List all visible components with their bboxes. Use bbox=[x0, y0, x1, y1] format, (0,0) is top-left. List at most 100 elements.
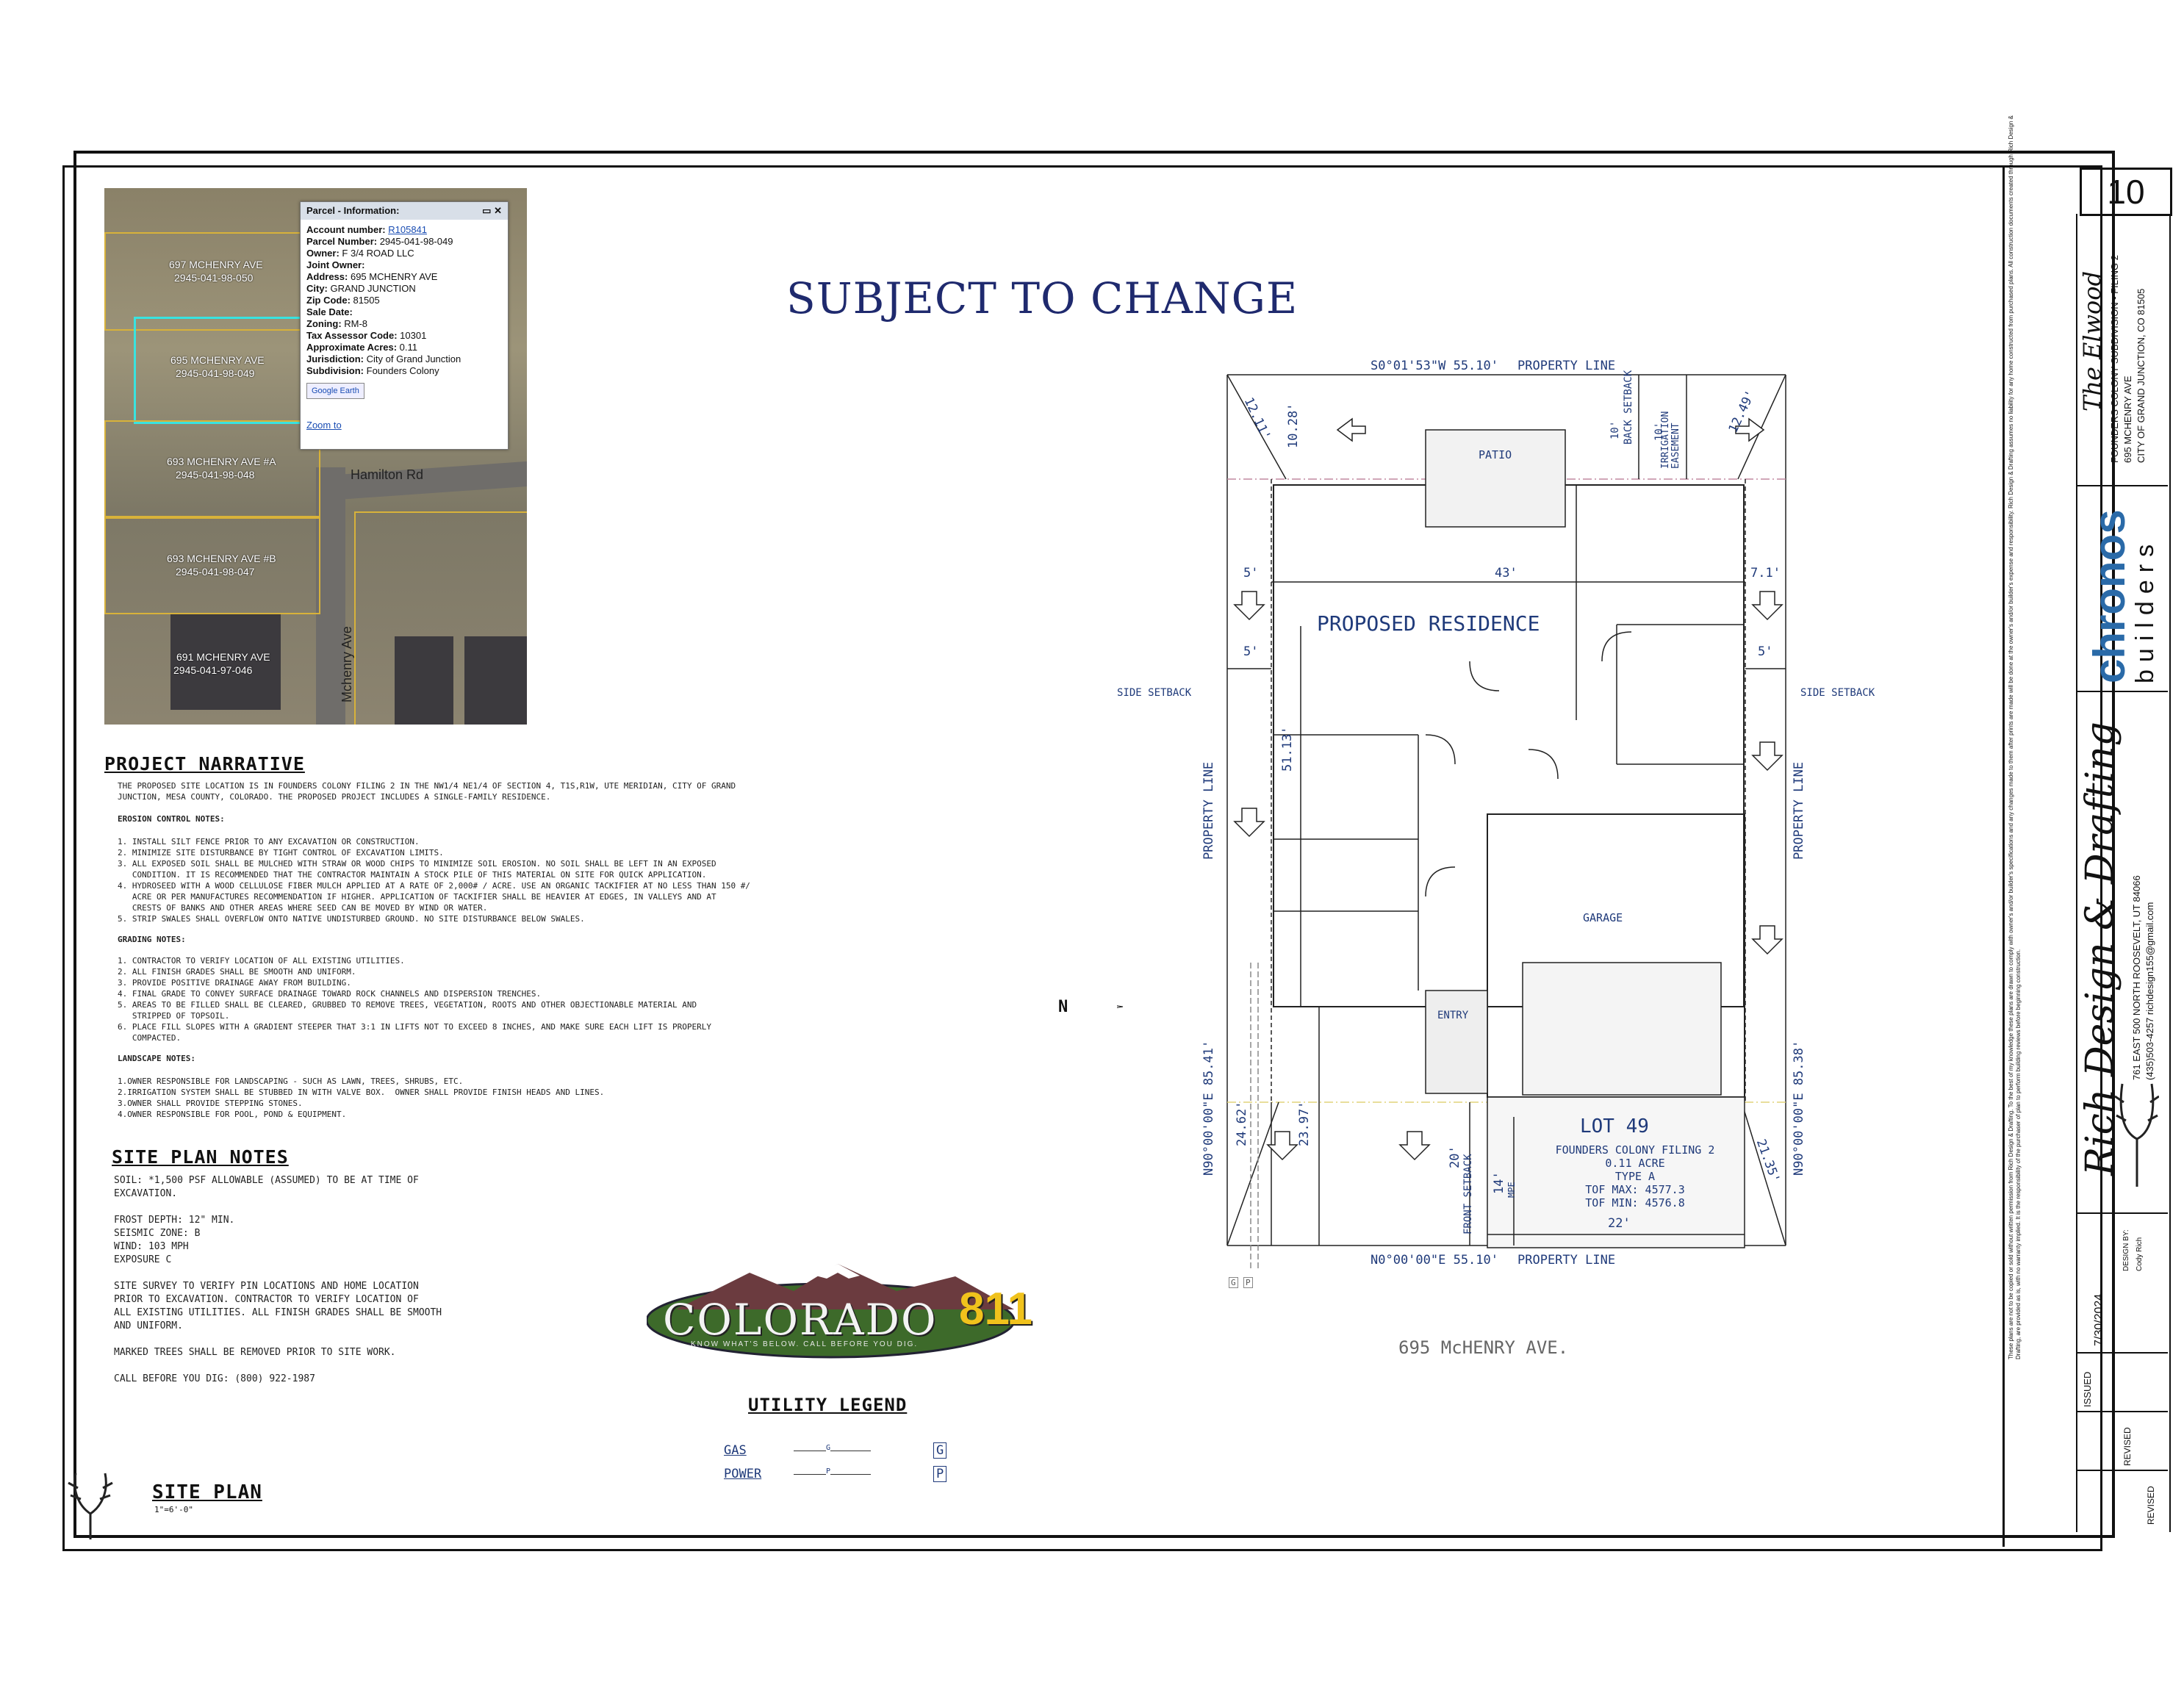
popup-row-key: Sale Date: bbox=[306, 306, 353, 317]
dim-22: 22' bbox=[1608, 1216, 1631, 1231]
project-city: CITY OF GRAND JUNCTION, CO 81505 bbox=[2135, 288, 2147, 463]
lot-info: FOUNDERS COLONY FILING 2 0.11 ACRE TYPE … bbox=[1529, 1143, 1742, 1209]
top-bearing: S0°01'53"W 55.10' bbox=[1371, 359, 1498, 373]
tb-divider bbox=[2076, 485, 2168, 486]
utility-mark-g: G bbox=[1229, 1277, 1238, 1288]
project-name: The Elwood bbox=[2078, 270, 2106, 411]
disclaimer: These plans are not to be copied or sold… bbox=[2008, 115, 2022, 1359]
popup-row: Jurisdiction: City of Grand Junction bbox=[306, 353, 502, 365]
popup-row-key: Subdivision: bbox=[306, 365, 367, 376]
popup-row-value: GRAND JUNCTION bbox=[330, 283, 416, 294]
front-setback-label: FRONT SETBACK bbox=[1462, 1154, 1474, 1234]
dim-5-left: 5' bbox=[1243, 566, 1259, 580]
logo-word: COLORADO bbox=[663, 1295, 938, 1345]
right-property-line: PROPERTY LINE bbox=[1792, 761, 1806, 860]
utility-legend-title: UTILITY LEGEND bbox=[748, 1395, 908, 1415]
popup-row-key: Joint Owner: bbox=[306, 259, 365, 270]
aerial-label: 2945-041-98-048 bbox=[176, 469, 255, 481]
dim-20: 20' bbox=[1448, 1146, 1462, 1168]
dim-24-62: 24.62' bbox=[1235, 1101, 1249, 1146]
legend-row-gas: GAS G G bbox=[724, 1439, 947, 1462]
dim-14: 14' bbox=[1492, 1171, 1506, 1194]
mchenry-road bbox=[316, 467, 345, 725]
parcel-info-popup[interactable]: Parcel - Information: ▭ ✕ Account number… bbox=[300, 201, 509, 450]
dim-51-13: 51.13' bbox=[1280, 726, 1295, 772]
minimize-icon[interactable]: ▭ bbox=[482, 205, 492, 216]
left-bearing: N90°00'00"E 85.41' bbox=[1201, 1040, 1216, 1176]
house-roof bbox=[170, 614, 281, 710]
irrigation-dim: 10' bbox=[1653, 422, 1665, 441]
sheet-border-inner bbox=[62, 165, 2102, 1551]
popup-controls: ▭ ✕ bbox=[482, 205, 502, 217]
popup-row: City: GRAND JUNCTION bbox=[306, 283, 502, 295]
popup-row: Address: 695 MCHENRY AVE bbox=[306, 271, 502, 283]
title-block-strip bbox=[2076, 214, 2171, 1532]
lot-info-line: TOF MAX: 4577.3 bbox=[1585, 1183, 1685, 1196]
tb-divider bbox=[2076, 1352, 2168, 1354]
elk-antler-icon bbox=[65, 1470, 116, 1546]
patio-label: PATIO bbox=[1479, 448, 1512, 461]
proposed-residence-label: PROPOSED RESIDENCE bbox=[1317, 611, 1540, 636]
left-property-line: PROPERTY LINE bbox=[1201, 761, 1216, 860]
dim-10-28: 10.28' bbox=[1286, 403, 1301, 448]
tb-divider bbox=[2076, 1470, 2168, 1471]
aerial-label: 2945-041-98-047 bbox=[176, 566, 255, 578]
logo-tagline: KNOW WHAT'S BELOW. CALL BEFORE YOU DIG. bbox=[691, 1340, 919, 1348]
popup-row-value: Founders Colony bbox=[366, 365, 439, 376]
lot-east bbox=[354, 511, 527, 725]
firm-elk-logo bbox=[2114, 1080, 2160, 1193]
site-plan-notes-body: SOIL: *1,500 PSF ALLOWABLE (ASSUMED) TO … bbox=[114, 1175, 442, 1384]
builder-logo: chronos bbox=[2085, 509, 2134, 683]
popup-row-key: City: bbox=[306, 283, 331, 294]
site-plan-scale: 1"=6'-0" bbox=[154, 1505, 193, 1514]
popup-header: Parcel - Information: ▭ ✕ bbox=[301, 202, 508, 220]
utility-legend: GAS G G POWER P P bbox=[724, 1439, 947, 1486]
popup-row: Approximate Acres: 0.11 bbox=[306, 342, 502, 353]
popup-row-key: Jurisdiction: bbox=[306, 353, 367, 364]
popup-row-value: 695 MCHENRY AVE bbox=[350, 271, 438, 282]
close-icon[interactable]: ✕ bbox=[494, 205, 502, 216]
dim-5-right: 5' bbox=[1758, 644, 1773, 659]
popup-row-value[interactable]: R105841 bbox=[388, 224, 428, 235]
tb-divider bbox=[2076, 1212, 2168, 1214]
side-setback-right: SIDE SETBACK bbox=[1800, 687, 1875, 699]
aerial-label: 691 MCHENRY AVE bbox=[176, 651, 270, 663]
legend-mark-power: P bbox=[933, 1466, 947, 1482]
tb-divider bbox=[2076, 691, 2168, 692]
aerial-label: 693 MCHENRY AVE #B bbox=[167, 553, 276, 564]
popup-row-value: City of Grand Junction bbox=[366, 353, 461, 364]
project-address: 695 MCHENRY AVE bbox=[2122, 375, 2133, 464]
lot-info-line: 0.11 ACRE bbox=[1605, 1157, 1665, 1170]
zoom-to-link[interactable]: Zoom to bbox=[306, 420, 342, 431]
popup-row: Tax Assessor Code: 10301 bbox=[306, 330, 502, 342]
dim-5-side: 5' bbox=[1243, 644, 1259, 659]
issued-label: ISSUED bbox=[2082, 1371, 2093, 1407]
sheet-number: 10 bbox=[2080, 168, 2172, 216]
entry-label: ENTRY bbox=[1437, 1010, 1469, 1021]
side-setback-left: SIDE SETBACK bbox=[1117, 687, 1192, 699]
popup-row-key: Address: bbox=[306, 271, 351, 282]
colorado-811-logo: COLORADO 811 KNOW WHAT'S BELOW. CALL BEF… bbox=[645, 1258, 1036, 1361]
site-plan-lines bbox=[1117, 374, 1786, 1271]
house-roof-2 bbox=[395, 636, 453, 725]
address-caption: 695 McHENRY AVE. bbox=[1398, 1337, 1569, 1358]
popup-row-value: 0.11 bbox=[399, 342, 418, 353]
back-setback-dim: 10' bbox=[1609, 420, 1621, 439]
house-roof-3 bbox=[464, 636, 527, 725]
popup-row: Zoning: RM-8 bbox=[306, 318, 502, 330]
aerial-label: 695 MCHENRY AVE bbox=[170, 354, 265, 366]
erosion-notes: 1. INSTALL SILT FENCE PRIOR TO ANY EXCAV… bbox=[118, 837, 750, 924]
gas-line-code: G bbox=[826, 1443, 831, 1452]
bottom-bearing: N0°00'00"E 55.10' bbox=[1371, 1253, 1498, 1268]
popup-row: Owner: F 3/4 ROAD LLC bbox=[306, 248, 502, 259]
grading-title: GRADING NOTES: bbox=[118, 935, 186, 944]
top-property-line: PROPERTY LINE bbox=[1517, 359, 1616, 373]
google-earth-button[interactable]: Google Earth bbox=[306, 383, 364, 399]
north-arrow-label: N bbox=[1058, 998, 1068, 1016]
lot-info-line: TOF MIN: 4576.8 bbox=[1585, 1196, 1685, 1209]
popup-row-key: Zoning: bbox=[306, 318, 345, 329]
site-plan-title: SITE PLAN bbox=[152, 1481, 262, 1503]
aerial-label: 2945-041-98-049 bbox=[176, 367, 255, 379]
dim-43: 43' bbox=[1495, 566, 1517, 580]
